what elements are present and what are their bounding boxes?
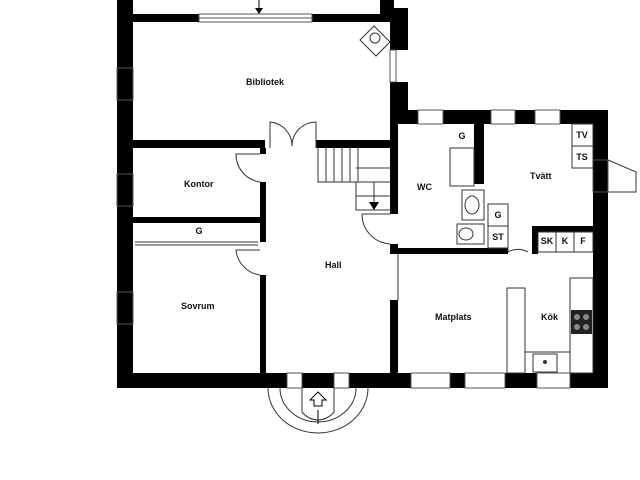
- staircase: [317, 148, 390, 211]
- room-label-wc: WC: [417, 182, 432, 192]
- room-label-hall: Hall: [325, 260, 342, 270]
- kitchen-sink-icon: [543, 360, 547, 364]
- fixture-label-st: ST: [492, 232, 504, 242]
- fixture-label-g-closet: G: [494, 210, 502, 220]
- room-label-kontor: Kontor: [184, 179, 214, 189]
- fixture-label-g-sovrum: G: [195, 226, 203, 236]
- windows: [116, 13, 609, 389]
- stair-arrow-icon: [369, 202, 379, 210]
- fixture-label-k: K: [561, 236, 569, 246]
- room-label-tvatt: Tvätt: [530, 171, 552, 181]
- doors: [135, 25, 637, 434]
- room-label-sovrum: Sovrum: [181, 301, 215, 311]
- entrance-arrow-icon: [308, 391, 328, 424]
- fixture-label-ts: TS: [576, 152, 588, 162]
- room-label-bibliotek: Bibliotek: [246, 77, 285, 87]
- room-label-matplats: Matplats: [435, 312, 472, 322]
- fixture-label-f: F: [580, 236, 586, 246]
- fixture-label-sk: SK: [540, 236, 554, 246]
- room-label-kok: Kök: [541, 312, 559, 322]
- walls: [117, 0, 608, 388]
- fixture-label-g-wc: G: [458, 131, 466, 141]
- fixture-label-tv: TV: [576, 130, 588, 140]
- stove-icon: [571, 310, 592, 334]
- top-arrow-icon: [255, 0, 263, 14]
